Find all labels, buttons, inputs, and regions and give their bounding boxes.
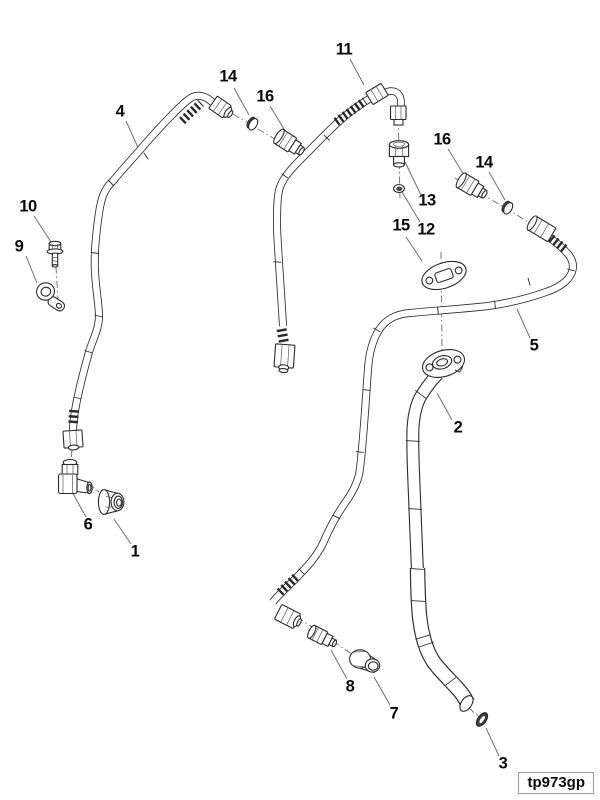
callout-6: 6 <box>83 515 93 534</box>
callout-13: 13 <box>418 191 436 210</box>
callout-14-right: 14 <box>475 153 493 172</box>
hose-4-end-nut <box>62 429 84 451</box>
callout-9: 9 <box>14 237 24 256</box>
callout-16-left: 16 <box>256 87 274 106</box>
part-fitting-16-left <box>273 128 305 156</box>
hose-4-union-nut <box>208 95 234 119</box>
callout-3: 3 <box>498 754 508 773</box>
callout-7: 7 <box>389 704 399 723</box>
part-fitting-8 <box>307 624 338 648</box>
figure-code: tp973gp <box>527 774 585 791</box>
part-plug-7 <box>349 649 381 674</box>
part-oring-3 <box>475 712 489 727</box>
callout-10: 10 <box>19 197 37 216</box>
part-clamp-9 <box>35 282 66 312</box>
part-gasket-15 <box>421 260 467 291</box>
part-bolt-10 <box>46 240 64 268</box>
part-fitting-13 <box>388 140 410 168</box>
part-tube-2 <box>405 349 475 712</box>
part-hose-5 <box>269 215 577 629</box>
part-hose-4 <box>62 91 234 451</box>
hose-11-end-nut <box>273 343 296 374</box>
callout-8: 8 <box>345 677 355 696</box>
part-fitting-16-right <box>455 172 488 199</box>
part-elbow-6 <box>57 458 93 495</box>
callout-14-left: 14 <box>219 67 237 86</box>
callout-11: 11 <box>335 40 353 59</box>
callout-2: 2 <box>453 418 463 437</box>
part-plug-1 <box>97 488 125 516</box>
hose-11-elbow-nut <box>389 105 407 121</box>
part-washer-14-right <box>501 200 514 215</box>
tube-2-flange <box>421 349 466 378</box>
leader-lines <box>25 58 531 757</box>
callout-16-right: 16 <box>433 130 451 149</box>
part-washer-14-left <box>246 116 259 131</box>
callout-12: 12 <box>417 220 435 239</box>
part-hose-11 <box>272 83 407 374</box>
callout-1: 1 <box>130 542 140 561</box>
figure-code-plate: tp973gp <box>518 772 594 794</box>
hose-5-top-nut <box>526 215 557 242</box>
hose-11-top-nut <box>365 83 389 105</box>
callout-5: 5 <box>529 336 539 355</box>
callout-15: 15 <box>392 216 410 235</box>
callout-4: 4 <box>115 102 125 121</box>
part-oring-12 <box>393 183 405 194</box>
hose-5-end-nut <box>274 604 302 629</box>
